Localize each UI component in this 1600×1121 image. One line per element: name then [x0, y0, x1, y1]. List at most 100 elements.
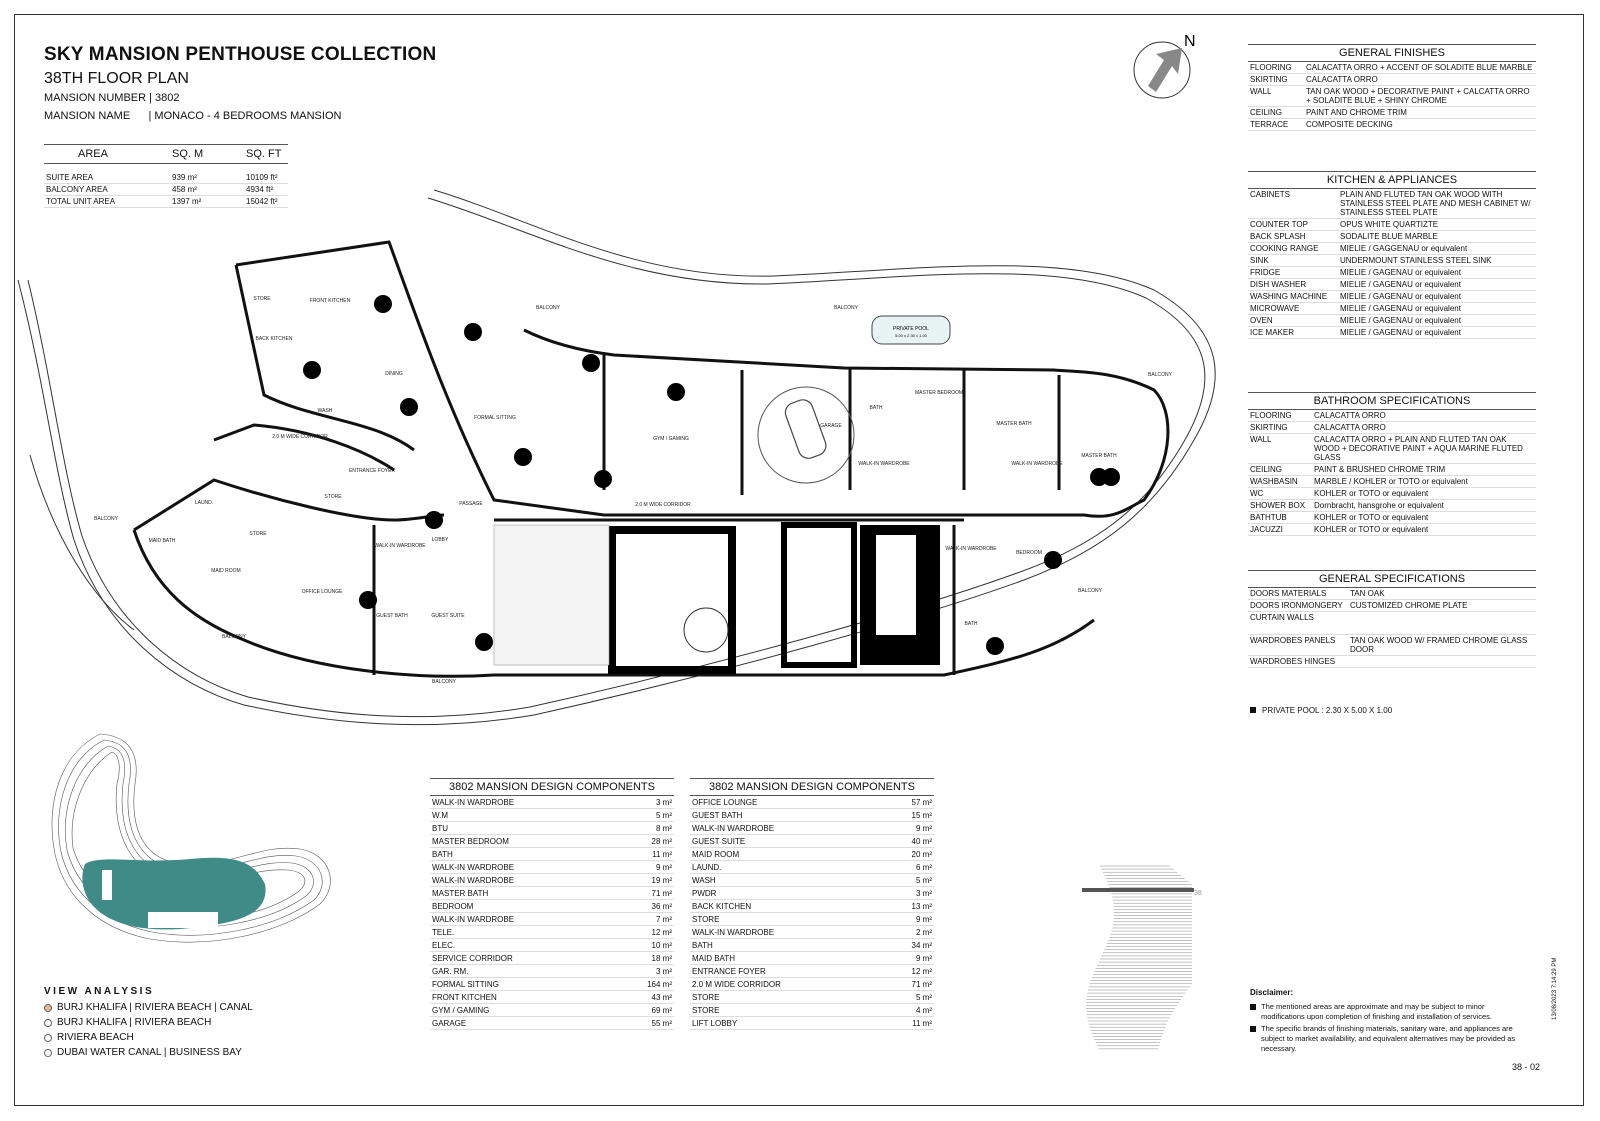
component-area: 6 m² [883, 860, 934, 874]
component-name: GYM / GAMING [430, 1003, 613, 1017]
label-passage: PASSAGE [459, 501, 483, 507]
spec-value: CUSTOMIZED CHROME PLATE [1348, 599, 1536, 612]
spec-key: CEILING [1248, 106, 1304, 119]
spec-value: CALACATTA ORRO [1304, 73, 1536, 86]
spec-key: CURTAIN WALLS [1248, 611, 1348, 635]
component-area: 4 m² [883, 1003, 934, 1017]
building-core [493, 522, 940, 674]
garage-turntable [757, 386, 855, 484]
pool-marker [148, 912, 218, 928]
spec-value: PAINT AND CHROME TRIM [1304, 106, 1536, 119]
components-title: 3802 MANSION DESIGN COMPONENTS [690, 778, 934, 796]
component-area: 40 m² [883, 834, 934, 848]
area-sqft: 10109 ft² [244, 172, 288, 184]
component-name: WALK-IN WARDROBE [430, 860, 613, 874]
table-row: ELEC.10 m² [430, 938, 674, 952]
component-name: MASTER BATH [430, 886, 613, 900]
pool-note-text: PRIVATE POOL : 2.30 X 5.00 X 1.00 [1262, 706, 1393, 715]
general-specs-title: GENERAL SPECIFICATIONS [1248, 570, 1536, 588]
spec-key: WARDROBES HINGES [1248, 655, 1348, 668]
view-option[interactable]: BURJ KHALIFA | RIVIERA BEACH [44, 1015, 253, 1030]
label-balcony: BALCONY [94, 516, 119, 522]
components-right: 3802 MANSION DESIGN COMPONENTS OFFICE LO… [690, 778, 934, 1030]
view-option[interactable]: DUBAI WATER CANAL | BUSINESS BAY [44, 1045, 253, 1060]
component-area: 12 m² [883, 964, 934, 978]
label-balcony: BALCONY [432, 679, 457, 685]
spec-value [1348, 611, 1536, 635]
view-option[interactable]: BURJ KHALIFA | RIVIERA BEACH | CANAL [44, 1000, 253, 1015]
component-name: GARAGE [430, 1016, 613, 1030]
label-back-kitchen: BACK KITCHEN [256, 336, 293, 342]
balcony-outline [17, 189, 1216, 726]
component-area: 71 m² [883, 977, 934, 991]
component-area: 5 m² [883, 990, 934, 1004]
spec-value [1348, 655, 1536, 668]
disclaimer-item: The specific brands of finishing materia… [1250, 1024, 1520, 1054]
label-maid-room: MAID ROOM [211, 568, 240, 574]
spec-key: COOKING RANGE [1248, 242, 1338, 255]
room-marker [102, 870, 112, 900]
area-sqm: 939 m² [170, 172, 244, 184]
spec-key: WALL [1248, 433, 1312, 464]
spec-value: Dornbracht, hansgrohe or equivalent [1312, 499, 1536, 512]
spec-key: CEILING [1248, 463, 1312, 476]
view-analysis-title: VIEW ANALYSIS [44, 986, 155, 997]
component-area: 10 m² [612, 938, 674, 952]
floor-plan: PRIVATE POOL 5.00 x 2.30 x 1.00 BALCONY … [17, 189, 1216, 726]
bullet-icon [1250, 1004, 1256, 1010]
label-bath: BATH [870, 405, 883, 411]
component-name: BTU [430, 821, 613, 835]
spec-key: CABINETS [1248, 189, 1338, 219]
component-area: 2 m² [883, 925, 934, 939]
view-option[interactable]: RIVIERA BEACH [44, 1030, 253, 1045]
label-corridor: 2.0 M WIDE CORRIDOR [635, 502, 691, 508]
north-arrow-icon: N [1133, 33, 1196, 99]
spec-value: MARBLE / KOHLER or TOTO or equivalent [1312, 475, 1536, 488]
components-left: 3802 MANSION DESIGN COMPONENTS WALK-IN W… [430, 778, 674, 1030]
bullet-icon [1250, 707, 1256, 713]
components-title: 3802 MANSION DESIGN COMPONENTS [430, 778, 674, 796]
component-name: MASTER BEDROOM [430, 834, 613, 848]
area-header: AREA [44, 144, 170, 164]
component-area: 43 m² [612, 990, 674, 1004]
title-block: SKY MANSION PENTHOUSE COLLECTION 38TH FL… [44, 44, 436, 122]
sqm-header: SQ. M [170, 144, 244, 164]
component-name: BATH [430, 847, 613, 861]
spec-key: BATHTUB [1248, 511, 1312, 524]
component-area: 8 m² [612, 821, 674, 835]
component-name: MAID BATH [690, 951, 884, 965]
table-row: CURTAIN WALLS [1248, 611, 1536, 635]
component-name: WALK-IN WARDROBE [690, 925, 884, 939]
component-name: OFFICE LOUNGE [690, 796, 884, 809]
component-name: WALK-IN WARDROBE [690, 821, 884, 835]
component-name: MAID ROOM [690, 847, 884, 861]
label-gym: GYM / GAMING [653, 436, 689, 442]
label-guest-suite: GUEST SUITE [431, 613, 465, 619]
table-row: GAR. RM.3 m² [430, 964, 674, 978]
spec-key: WASHING MACHINE [1248, 290, 1338, 303]
